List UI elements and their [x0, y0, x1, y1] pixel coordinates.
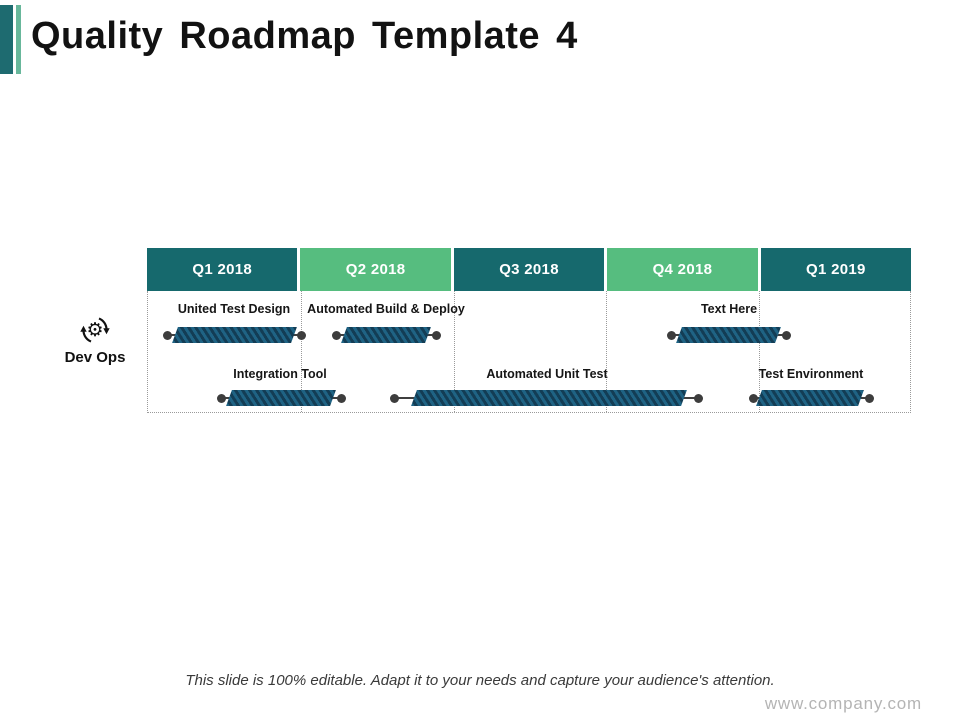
- task-bar: [756, 390, 864, 406]
- task-label: Test Environment: [758, 367, 864, 381]
- task-label: Text Here: [700, 302, 758, 316]
- task-label: Integration Tool: [233, 367, 327, 381]
- column-header-q1-2018: Q1 2018: [147, 248, 298, 291]
- column-header-q4-2018: Q4 2018: [607, 248, 758, 291]
- task-bar: [226, 390, 336, 406]
- row-label-text: Dev Ops: [64, 349, 126, 366]
- roadmap-body: United Test Design Automated Build & Depl…: [147, 291, 911, 413]
- task-endpoint-dot: [666, 330, 676, 340]
- column-separator: [606, 291, 608, 412]
- column-header-q1-2019: Q1 2019: [760, 248, 912, 291]
- column-header-q2-2018: Q2 2018: [300, 248, 451, 291]
- row-label-devops: ⚙ Dev Ops: [58, 314, 132, 366]
- title-accent-bar: [0, 5, 13, 74]
- task-endpoint-dot: [296, 330, 306, 340]
- task-label: Automated Build & Deploy: [307, 302, 465, 316]
- task-endpoint-dot: [693, 393, 703, 403]
- devops-gear-sync-icon: ⚙: [79, 314, 111, 346]
- task-endpoint-dot: [216, 393, 226, 403]
- task-bar: [411, 390, 687, 406]
- task-bar: [676, 327, 781, 343]
- task-endpoint-dot: [162, 330, 172, 340]
- task-label: Automated Unit Test: [486, 367, 608, 381]
- task-endpoint-dot: [336, 393, 346, 403]
- task-endpoint-dot: [331, 330, 341, 340]
- column-separator: [453, 291, 455, 412]
- task-bar: [172, 327, 297, 343]
- svg-text:⚙: ⚙: [86, 319, 103, 341]
- task-bar: [341, 327, 431, 343]
- task-endpoint-dot: [781, 330, 791, 340]
- task-endpoint-dot: [748, 393, 758, 403]
- task-endpoint-dot: [864, 393, 874, 403]
- column-header-q3-2018: Q3 2018: [453, 248, 605, 291]
- website-url: www.company.com: [764, 694, 922, 713]
- task-label: United Test Design: [177, 302, 291, 316]
- title-accent-line: [16, 5, 21, 74]
- task-endpoint-dot: [431, 330, 441, 340]
- task-endpoint-dot: [389, 393, 399, 403]
- column-separator: [759, 291, 761, 412]
- slide-title: Quality Roadmap Template 4: [31, 15, 578, 57]
- footer-note: This slide is 100% editable. Adapt it to…: [185, 672, 775, 689]
- column-separator: [300, 291, 302, 412]
